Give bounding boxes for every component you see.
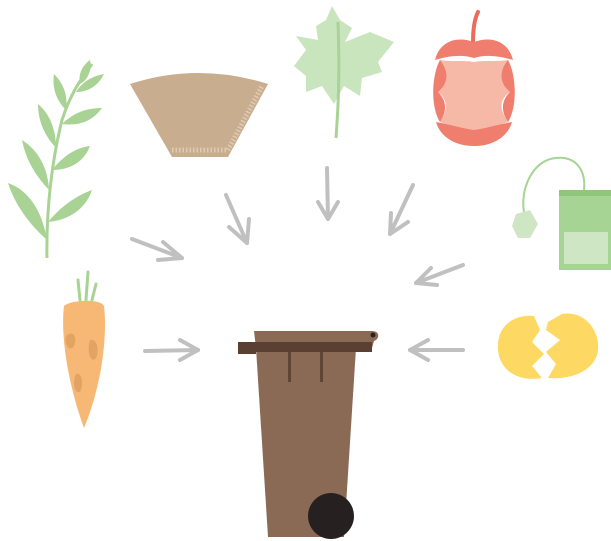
leaf-icon <box>294 6 394 138</box>
apple-stem <box>473 12 478 42</box>
plant-leaf <box>62 108 102 124</box>
bin-wheel <box>308 493 354 539</box>
bin-rib <box>288 352 291 382</box>
tea-bag-tag <box>512 210 538 238</box>
plant-leaf <box>22 140 49 190</box>
plant-leaf <box>48 190 92 222</box>
arrow-from-leaf <box>318 168 338 219</box>
bin-rib <box>320 352 323 382</box>
coffee-filter-icon <box>130 73 268 157</box>
tea-bag-icon <box>512 158 611 270</box>
carrot-icon <box>63 272 105 428</box>
arrow-from-apple <box>390 185 413 234</box>
plant-leaf <box>38 104 56 148</box>
apple-top <box>435 39 513 60</box>
compost-bin-icon <box>238 331 378 539</box>
eggshell-icon <box>498 313 598 378</box>
plant-leaf <box>54 74 67 110</box>
carrot-body <box>63 301 105 428</box>
arrow-from-plant <box>132 239 182 260</box>
arrow-from-carrot <box>145 340 198 360</box>
bin-handle-cap <box>238 342 256 354</box>
eggshell-right <box>546 313 598 378</box>
bin-hinge <box>371 333 376 338</box>
arrow-from-eggshell <box>410 340 463 360</box>
arrow-from-teabag <box>416 265 463 285</box>
bin-handle <box>238 342 372 352</box>
apple-core-icon <box>433 12 515 146</box>
apple-flesh <box>438 60 510 132</box>
tea-bag-fold <box>559 190 611 196</box>
leaf-blade <box>294 6 394 104</box>
plant-sprig-icon <box>8 60 104 258</box>
tea-bag-label <box>564 232 608 264</box>
carrot-tops <box>78 272 96 300</box>
eggshell-left <box>498 316 544 379</box>
arrow-from-filter <box>226 195 249 243</box>
carrot-spot <box>74 374 82 392</box>
plant-leaf <box>8 183 47 240</box>
plant-leaf <box>52 146 90 170</box>
